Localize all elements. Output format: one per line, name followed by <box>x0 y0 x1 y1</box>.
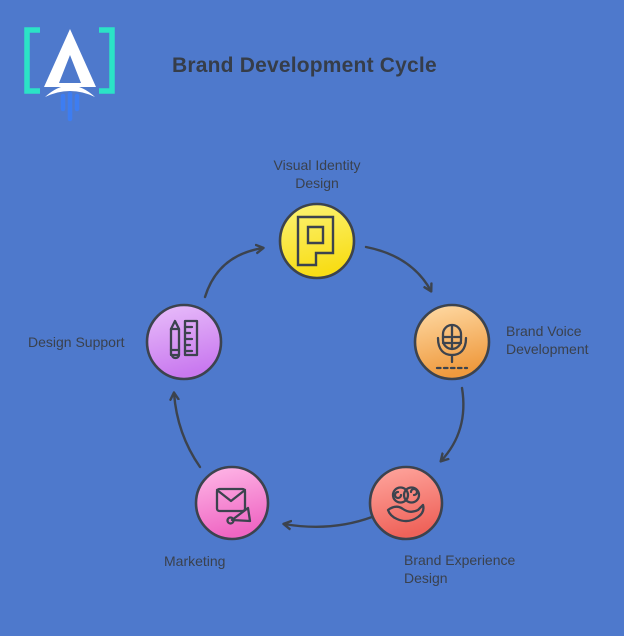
node-marketing <box>194 465 270 541</box>
brain-in-hand-icon <box>386 486 425 523</box>
logo-right-bracket-icon <box>99 27 115 94</box>
lettermark-draft-icon <box>296 215 335 267</box>
email-megaphone-icon <box>215 487 252 525</box>
logo-left-bracket-icon <box>24 27 40 94</box>
node-label-marketing: Marketing <box>164 553 226 569</box>
arrow-voice-to-experience <box>441 386 465 461</box>
node-brand-experience-design <box>368 465 444 541</box>
logo-swoosh-icon <box>45 85 95 97</box>
cycle-arrows <box>174 245 465 527</box>
pencil-ruler-icon <box>169 319 199 360</box>
logo-letter-a-icon <box>44 29 96 87</box>
page-title: Brand Development Cycle <box>172 54 437 77</box>
arrow-visual-to-voice <box>364 245 431 291</box>
microphone-icon <box>435 323 469 370</box>
arrow-support-to-visual <box>203 248 263 299</box>
logo-thruster-icon <box>60 91 80 122</box>
arrow-experience-to-marketing <box>284 515 374 527</box>
node-label-brand-experience-design: Brand Experience Design <box>404 552 516 586</box>
cycle-nodes <box>145 202 491 541</box>
node-label-visual-identity-design: Visual Identity Design <box>273 157 361 191</box>
node-visual-identity-design <box>278 202 356 280</box>
node-label-brand-voice-development: Brand Voice Development <box>506 323 589 357</box>
rocket-a-logo <box>24 27 115 122</box>
arrow-marketing-to-support <box>174 393 202 469</box>
node-label-design-support: Design Support <box>28 334 125 350</box>
